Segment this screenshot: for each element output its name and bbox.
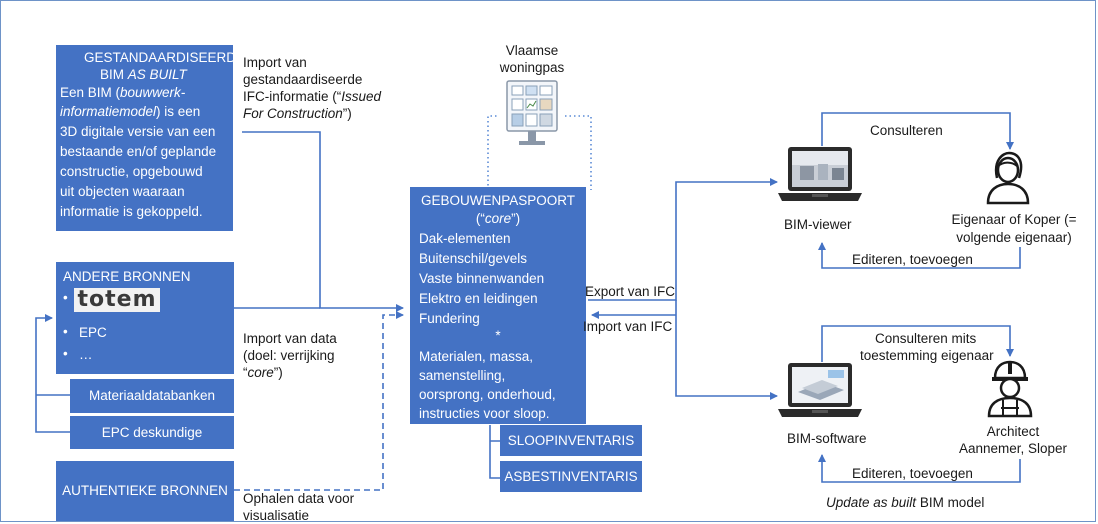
sloopinventaris-box: SLOOPINVENTARIS xyxy=(500,425,642,456)
gebouw-item-1: Dak-elementen xyxy=(419,231,511,246)
bullet-1: • xyxy=(63,290,68,305)
dashboard-monitor-icon xyxy=(506,80,558,145)
consulteren-label: Consulteren xyxy=(870,123,943,138)
bullet-3: • xyxy=(63,346,68,361)
bim-software-laptop-icon xyxy=(778,363,862,417)
asbestinventaris-box: ASBESTINVENTARIS xyxy=(500,461,642,492)
consulteren-line xyxy=(821,112,1014,150)
gebouwenpaspoort-title: GEBOUWENPASPOORT xyxy=(420,193,576,208)
asbestinventaris-label: ASBESTINVENTARIS xyxy=(504,469,638,484)
authentieke-bronnen-label: AUTHENTIEKE BRONNEN xyxy=(62,483,228,498)
editeren1-line xyxy=(818,242,1021,269)
architect-line2: Aannemer, Sloper xyxy=(958,441,1068,456)
bim-desc-line6: uit objecten waaraan xyxy=(60,184,185,199)
architect-line1: Architect xyxy=(986,424,1040,439)
materiaaldatabanken-box: Materiaaldatabanken xyxy=(70,379,234,413)
gebouwenpaspoort-box: GEBOUWENPASPOORT (“core”) Dak-elementen … xyxy=(410,187,586,424)
bim-desc-line2: informatiemodel) is een xyxy=(60,104,201,119)
bim-as-built-box: GESTANDAARDISEERD BIM AS BUILT Een BIM (… xyxy=(56,45,237,231)
gebouw-star: * xyxy=(495,328,501,343)
totem-logo: totem xyxy=(74,288,160,312)
editeren2-line xyxy=(818,454,1021,483)
export-line xyxy=(588,178,778,301)
import-data-line1: Import van data xyxy=(243,331,337,346)
inventaris-line xyxy=(489,425,500,479)
eigenaar-line2: volgende eigenaar) xyxy=(956,230,1072,245)
gebouwenpaspoort-core: (“core”) xyxy=(475,211,521,226)
import-ifc-line xyxy=(242,131,404,312)
import-ifc-line2: gestandaardiseerde xyxy=(243,72,363,87)
bim-title2: BIM AS BUILT xyxy=(100,67,187,82)
epc-deskundige-label: EPC deskundige xyxy=(101,425,203,440)
import-ifc-line4: For Construction”) xyxy=(243,106,352,121)
export-ifc-label: Export van IFC xyxy=(585,284,676,299)
woningpas-dotted-left xyxy=(487,115,497,190)
epc-deskundige-box: EPC deskundige xyxy=(70,416,234,449)
bim-viewer-label: BIM-viewer xyxy=(784,217,852,232)
import-ifc2-label: Import van IFC xyxy=(583,319,673,334)
bim-desc-line1: Een BIM (bouwwerk- xyxy=(60,85,186,100)
editeren1-label: Editeren, toevoegen xyxy=(852,252,973,267)
woningpas-dotted-right xyxy=(565,115,592,190)
bim-desc-line7: informatie is gekoppeld. xyxy=(60,204,203,219)
gebouw-detail-1: Materialen, massa, xyxy=(419,349,534,364)
andere-bronnen-box: ANDERE BRONNEN • totem • EPC • … xyxy=(56,262,234,374)
woningpas-label-1: Vlaamse xyxy=(505,43,559,58)
import-data-line3: “core”) xyxy=(243,365,283,380)
import-ifc-line3: IFC-informatie (“Issued xyxy=(243,89,382,104)
import-ifc-line1: Import van xyxy=(243,55,307,70)
import-data-line2: (doel: verrijking xyxy=(243,348,335,363)
gebouw-detail-3: oorsprong, onderhoud, xyxy=(419,387,556,402)
ellipsis-label: … xyxy=(79,347,93,362)
ophalen-line1: Ophalen data voor xyxy=(243,491,355,506)
andere-bronnen-title: ANDERE BRONNEN xyxy=(63,269,191,284)
owner-person-icon xyxy=(986,151,1030,205)
consulteren-mits-line xyxy=(821,325,1014,362)
bim-software-label: BIM-software xyxy=(787,431,867,446)
gebouw-item-5: Fundering xyxy=(419,311,480,326)
update-as-built-label: Update as built BIM model xyxy=(826,495,985,510)
gebouw-detail-4: instructies voor sloop. xyxy=(419,406,550,421)
eigenaar-line1: Eigenaar of Koper (= xyxy=(951,212,1077,227)
bim-desc-line5: constructie, opgebouwd xyxy=(60,164,203,179)
ophalen-line2: visualisatie xyxy=(243,508,310,523)
bim-desc-line4: bestaande en/of geplande xyxy=(60,144,217,159)
epc-label: EPC xyxy=(79,325,107,340)
materiaaldatabanken-label: Materiaaldatabanken xyxy=(88,388,216,403)
bim-viewer-laptop-icon xyxy=(778,147,862,201)
gebouw-detail-2: samenstelling, xyxy=(419,368,506,383)
consulteren-mits-line1: Consulteren mits xyxy=(875,331,977,346)
editeren2-label: Editeren, toevoegen xyxy=(852,466,973,481)
gebouw-item-3: Vaste binnenwanden xyxy=(419,271,545,286)
authentieke-bronnen-box: AUTHENTIEKE BRONNEN xyxy=(56,461,234,521)
gebouw-item-2: Buitenschil/gevels xyxy=(419,251,528,266)
bim-title1: GESTANDAARDISEERD xyxy=(84,50,237,65)
bullet-2: • xyxy=(63,324,68,339)
architect-worker-icon xyxy=(987,360,1033,418)
authentieke-dashed-line xyxy=(234,311,404,491)
woningpas-label-2: woningpas xyxy=(499,60,565,75)
consulteren-mits-line2: toestemming eigenaar xyxy=(860,348,994,363)
sloopinventaris-label: SLOOPINVENTARIS xyxy=(507,433,635,448)
bim-desc-line3: 3D digitale versie van een xyxy=(60,124,216,139)
bracket-line xyxy=(35,318,70,433)
export-lower-line xyxy=(675,300,778,400)
gebouw-item-4: Elektro en leidingen xyxy=(419,291,538,306)
